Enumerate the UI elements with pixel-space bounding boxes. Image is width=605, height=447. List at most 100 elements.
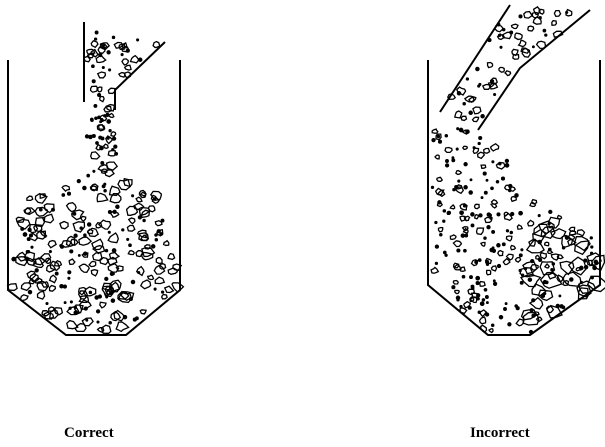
aggregate-fine xyxy=(530,331,533,334)
aggregate-fine xyxy=(477,294,480,297)
aggregate-stone xyxy=(27,196,33,200)
aggregate-fine xyxy=(122,229,124,231)
aggregate-stone xyxy=(498,251,503,256)
aggregate-fine xyxy=(96,142,98,144)
aggregate-stone xyxy=(128,251,134,255)
aggregate-fine xyxy=(464,186,467,189)
aggregate-stone xyxy=(539,9,544,14)
aggregate-fine xyxy=(520,254,523,257)
aggregate-fine xyxy=(446,164,449,167)
aggregate-fine xyxy=(482,299,484,301)
aggregate-fine xyxy=(479,137,482,140)
aggregate-stone xyxy=(470,297,474,301)
aggregate-stone xyxy=(545,264,549,268)
aggregate-stone xyxy=(140,310,146,314)
aggregate-fine xyxy=(484,289,486,291)
aggregate-stone xyxy=(480,282,485,287)
aggregate-fine xyxy=(509,189,511,191)
aggregate-fine xyxy=(84,307,87,310)
aggregate-fine xyxy=(478,85,480,87)
aggregate-fine xyxy=(461,234,464,237)
correct-chute-right-wall xyxy=(115,42,165,110)
aggregate-stone xyxy=(100,302,106,308)
aggregate-stone xyxy=(481,165,486,168)
aggregate-stone xyxy=(480,317,486,324)
aggregate-stone xyxy=(481,325,487,332)
aggregate-fine xyxy=(84,234,86,236)
aggregate-fine xyxy=(95,117,97,119)
aggregate-fine xyxy=(101,162,104,165)
aggregate-stone xyxy=(515,33,522,39)
aggregate-stone xyxy=(432,129,438,133)
aggregate-fine xyxy=(61,245,64,248)
aggregate-stone xyxy=(512,24,519,28)
aggregate-fine xyxy=(477,298,479,300)
aggregate-fine xyxy=(456,148,458,150)
aggregate-fine xyxy=(580,266,583,269)
aggregate-fine xyxy=(440,234,442,236)
aggregate-fine xyxy=(112,249,115,252)
aggregate-stone xyxy=(481,243,485,247)
aggregate-fine xyxy=(99,54,102,57)
aggregate-fine xyxy=(473,147,475,149)
aggregate-fine xyxy=(126,49,129,52)
aggregate-stone xyxy=(89,261,96,266)
aggregate-fine xyxy=(511,213,514,216)
aggregate-fine xyxy=(112,149,114,151)
aggregate-fine xyxy=(95,31,98,34)
aggregate-stone xyxy=(528,26,534,31)
aggregate-stone xyxy=(79,237,91,245)
aggregate-stone xyxy=(73,222,84,232)
aggregate-fine xyxy=(591,277,593,279)
aggregate-stone xyxy=(62,186,69,192)
aggregate-stone xyxy=(122,59,128,65)
aggregate-stone xyxy=(111,132,116,137)
aggregate-fine xyxy=(435,262,437,264)
aggregate-fine xyxy=(111,299,114,302)
aggregate-fine xyxy=(457,249,460,252)
aggregate-stone xyxy=(168,268,177,274)
aggregate-fine xyxy=(481,302,484,305)
aggregate-fine xyxy=(86,135,89,138)
aggregate-fine xyxy=(452,159,455,162)
aggregate-stone xyxy=(164,241,169,246)
aggregate-fine xyxy=(460,306,462,308)
aggregate-stone xyxy=(79,264,89,272)
aggregate-fine xyxy=(115,153,118,156)
aggregate-fine xyxy=(113,210,116,213)
aggregate-fine xyxy=(559,295,561,297)
aggregate-stone xyxy=(453,281,458,285)
aggregate-stone xyxy=(107,162,118,170)
aggregate-stone xyxy=(439,228,443,232)
aggregate-fine xyxy=(510,231,512,233)
aggregate-fine xyxy=(130,298,133,301)
aggregate-stone xyxy=(136,197,142,202)
aggregate-fine xyxy=(108,231,110,233)
aggregate-fine xyxy=(84,252,87,255)
aggregate-fine xyxy=(106,296,108,298)
aggregate-stone xyxy=(478,152,485,158)
aggregate-stone xyxy=(569,227,574,231)
aggregate-stone xyxy=(450,235,456,240)
aggregate-fine xyxy=(490,217,492,219)
aggregate-fine xyxy=(539,17,541,19)
aggregate-stone xyxy=(165,286,174,292)
aggregate-stone xyxy=(60,222,68,229)
aggregate-fine xyxy=(95,38,97,40)
aggregate-stone xyxy=(75,324,86,332)
aggregate-fine xyxy=(70,250,73,253)
aggregate-fine xyxy=(503,29,505,31)
aggregate-fine xyxy=(77,180,80,183)
aggregate-fine xyxy=(132,195,134,197)
aggregate-fine xyxy=(105,250,107,252)
aggregate-stone xyxy=(155,277,164,284)
aggregate-fine xyxy=(62,194,64,196)
aggregate-fine xyxy=(55,272,58,275)
aggregate-fine xyxy=(139,58,142,61)
aggregate-stone xyxy=(545,242,549,246)
aggregate-fine xyxy=(590,237,592,239)
aggregate-fine xyxy=(476,282,479,285)
aggregate-stone xyxy=(511,246,516,250)
aggregate-stone xyxy=(435,155,439,159)
aggregate-stone xyxy=(127,206,138,215)
